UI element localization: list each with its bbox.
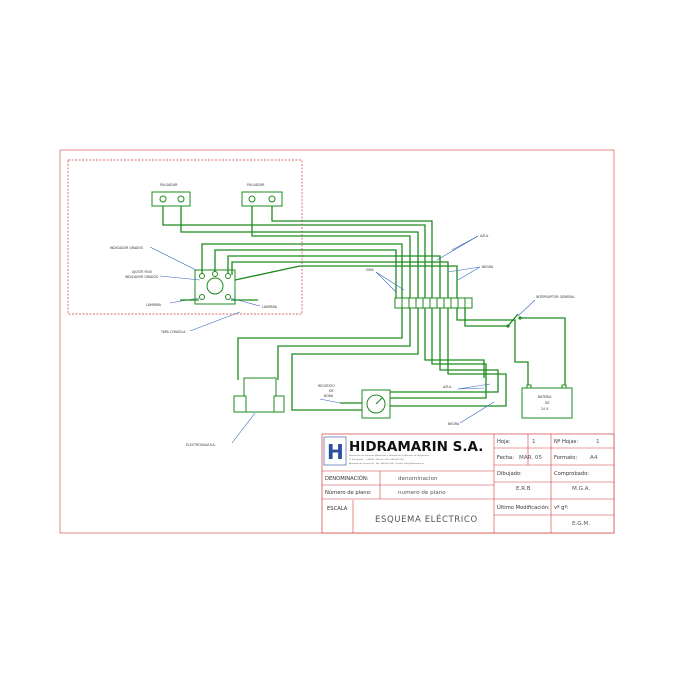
- reostato-label-3: BOBA: [324, 394, 334, 398]
- reostato-label-1: REOSTATO: [318, 384, 335, 388]
- indicador-grados-label: INDICADOR GRADOS: [110, 246, 143, 250]
- azul-top-label: AZUL: [480, 234, 489, 238]
- lampara-left-label: LÁMPARA: [146, 302, 162, 307]
- tapa-consola-label: TAPA CONSOLA: [160, 330, 186, 334]
- electrovalvula-label: ELECTROVALVULA: [186, 443, 216, 447]
- pulsador-left: [151, 191, 191, 207]
- terminal-strip: [394, 297, 473, 309]
- company-sub-1: Fabricación de Sistemas Hidráulicos y Ne…: [349, 454, 430, 457]
- console-outline: [67, 159, 303, 315]
- formato-label: Formato:: [554, 455, 577, 461]
- indicador-grados: [194, 269, 236, 305]
- bottom-leaders: [457, 383, 495, 424]
- pulsador-right: [241, 191, 283, 207]
- top-leaders: [375, 235, 481, 293]
- denominacion-label: DENOMINACIÓN:: [325, 475, 369, 482]
- bateria-label-3: 24 V: [541, 407, 549, 411]
- reostato-leader: [319, 398, 341, 404]
- interruptor-general: [506, 313, 522, 328]
- hoja-value: 1: [532, 439, 536, 445]
- vb-label: vº gº:: [554, 505, 569, 511]
- bateria: [521, 384, 573, 419]
- bateria-label-2: DE: [545, 401, 549, 405]
- ultima-label: Último Modificación:: [497, 504, 550, 511]
- dibujado-value: E.R.B: [516, 486, 531, 492]
- hoja-label: Hoja:: [497, 439, 511, 445]
- interruptor-leader: [517, 299, 536, 317]
- reostato-label-2: DE: [329, 389, 333, 393]
- fecha-value: MAR. 05: [519, 455, 542, 461]
- gris-label: GRIS: [366, 268, 374, 272]
- reostato: [361, 389, 391, 419]
- company-sub-3: Apartado de Correos 00 - Fax: 968 000 00…: [349, 462, 424, 465]
- numplano-value: numero de plano: [398, 490, 446, 496]
- vb-value: E.G.M.: [572, 521, 590, 527]
- wiring: [162, 206, 566, 411]
- negra-top-label: NEGRA: [482, 265, 494, 269]
- bateria-label-1: BATERIA: [538, 395, 552, 399]
- logo-letter: H: [327, 440, 344, 464]
- denominacion-value: denominacion: [398, 476, 438, 482]
- comprobado-label: Comprobado:: [554, 471, 589, 477]
- nhojas-label: Nº Hojas:: [554, 439, 578, 445]
- azul-bottom-label: AZUL: [443, 385, 452, 389]
- interruptor-label: INTERRUPTOR GENERAL: [536, 295, 575, 299]
- nhojas-value: 1: [596, 439, 600, 445]
- pulsador-right-label: PULSADOR: [247, 183, 265, 187]
- ajuste-fino-label: AJUSTE FINO: [132, 270, 153, 274]
- comprobado-value: M.G.A.: [572, 486, 590, 492]
- dibujado-label: Dibujado:: [497, 471, 522, 477]
- company-sub-2: C/ Principado ... - 46000 - Murcia - Tel…: [349, 458, 404, 461]
- lampara-right-label: LÁMPARA: [262, 304, 278, 309]
- fecha-label: Fecha:: [497, 455, 514, 461]
- pulsador-left-label: PULSADOR: [160, 183, 178, 187]
- electrovalvula: [233, 377, 285, 413]
- numplano-label: Número de plano:: [325, 489, 372, 496]
- formato-value: A4: [590, 455, 598, 461]
- negra-bottom-label: NEGRA: [448, 422, 460, 426]
- title-block: [321, 433, 615, 534]
- escala-label: ESCALA: [327, 506, 348, 512]
- hidramarin-logo: H: [323, 436, 347, 466]
- electrovalvula-leader: [231, 412, 256, 444]
- company-name: HIDRAMARIN S.A.: [349, 439, 483, 455]
- ajuste-fino-label-2: INDICADOR GRADOS: [125, 275, 158, 279]
- drawing-title: ESQUEMA ELÉCTRICO: [375, 513, 478, 525]
